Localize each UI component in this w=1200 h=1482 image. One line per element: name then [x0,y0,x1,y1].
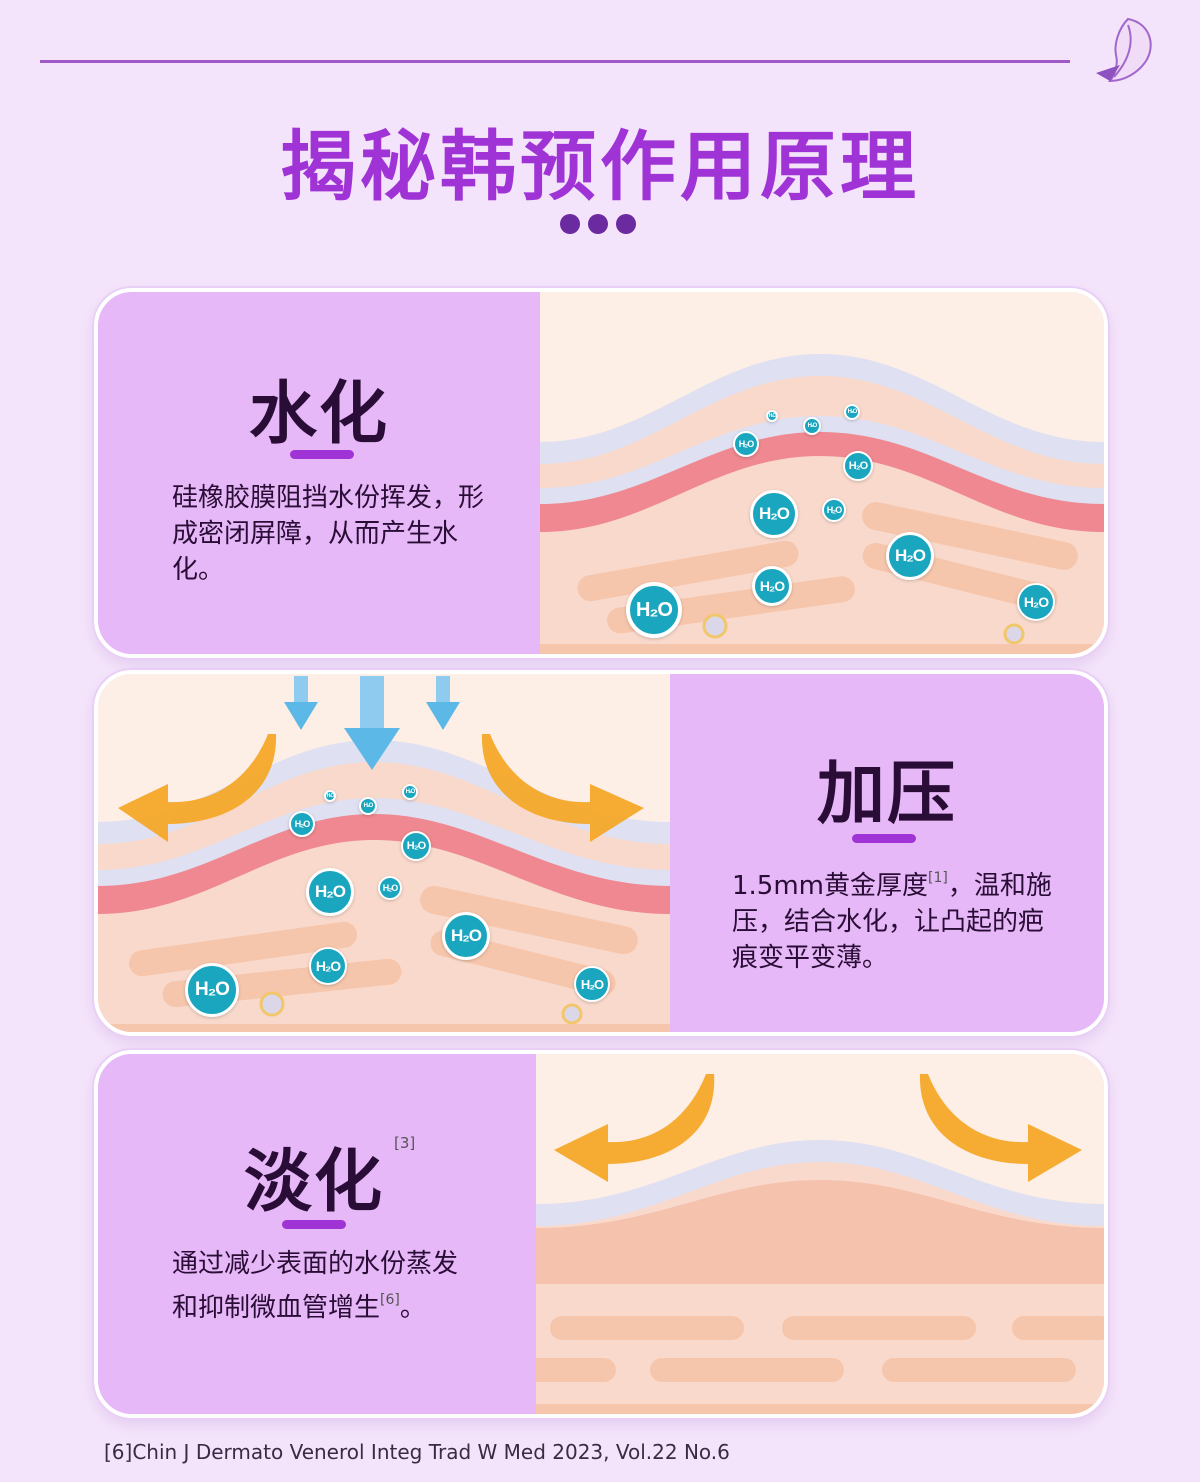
fading-description-lead: 通过减少表面的水份蒸发和抑制微血管增生 [172,1249,459,1323]
h2o-molecule-icon: H₂O [752,566,792,606]
hydration-text-panel: 水化 硅橡胶膜阻挡水份挥发，形成密闭屏障，从而产生水化。 [98,292,540,654]
fading-reference: [6] [380,1292,400,1308]
h2o-molecule-icon: H₂O [626,582,682,638]
h2o-molecule-icon: H₂O [402,784,418,800]
h2o-molecule-icon: H₂O [574,966,610,1002]
h2o-molecule-icon: H₂O [822,498,846,522]
fading-skin-illustration [536,1054,1104,1414]
pressure-reference: [1] [928,870,948,886]
fading-heading-reference: [3] [394,1134,416,1152]
h2o-molecule-icon: H₂O [886,532,934,580]
spread-right-arrow-icon [481,734,644,842]
pressure-text-panel: 加压 1.5mm黄金厚度[1]，温和施压，结合水化，让凸起的疤痕变平变薄。 [670,674,1104,1032]
leaf-logo-icon [1096,17,1152,83]
pressure-underline [852,834,916,843]
h2o-molecule-icon: H₂O [359,797,377,815]
fading-text-panel: 淡化 [3] 通过减少表面的水份蒸发和抑制微血管增生[6]。 [98,1054,536,1414]
fading-description-end: 。 [399,1293,426,1323]
fading-description: 通过减少表面的水份蒸发和抑制微血管增生[6]。 [172,1246,482,1326]
top-divider [40,60,1070,63]
hydration-description: 硅橡胶膜阻挡水份挥发，形成密闭屏障，从而产生水化。 [172,483,485,585]
h2o-molecule-icon: H₂O [733,431,759,457]
fading-card: 淡化 [3] 通过减少表面的水份蒸发和抑制微血管增生[6]。 [94,1050,1108,1418]
spread-left-arrow-icon [118,734,277,842]
pressure-description-rest: ，温和施压，结合水化，让凸起的疤痕变平变薄。 [732,871,1052,973]
hydration-card: 水化 硅橡胶膜阻挡水份挥发，形成密闭屏障，从而产生水化。 H₂O H₂O H₂O… [94,288,1108,658]
pressure-description: 1.5mm黄金厚度[1]，温和施压，结合水化，让凸起的疤痕变平变薄。 [732,860,1052,976]
h2o-molecule-icon: H₂O [306,868,354,916]
pressure-heading: 加压 [816,755,957,834]
h2o-molecule-icon: H₂O [844,404,860,420]
footer-citation: [6]Chin J Dermato Venerol Integ Trad W M… [104,1440,730,1464]
pressure-description-lead: 1.5mm黄金厚度 [732,871,929,901]
title-dots [560,214,636,234]
h2o-molecule-icon: H₂O [185,963,239,1017]
pressure-card: H₂O H₂O H₂O H₂O H₂O H₂O H₂O H₂O H₂O H₂O … [94,670,1108,1036]
h2o-molecule-icon: H₂O [843,451,873,481]
page-title: 揭秘韩预作用原理 [280,122,920,211]
h2o-molecule-icon: H₂O [442,912,490,960]
h2o-molecule-icon: H₂O [378,876,402,900]
h2o-molecule-icon: H₂O [309,947,347,985]
h2o-molecule-icon: H₂O [750,490,798,538]
h2o-molecule-icon: H₂O [1017,583,1055,621]
hydration-underline [290,450,354,459]
h2o-molecule-icon: H₂O [401,831,431,861]
spread-left-arrow-icon [554,1074,715,1182]
downward-pressure-arrow-icon [284,676,460,770]
h2o-molecule-icon: H₂O [803,417,821,435]
h2o-molecule-icon: H₂O [324,790,336,802]
fading-heading: 淡化 [244,1143,385,1222]
hydration-skin-illustration: H₂O H₂O H₂O H₂O H₂O H₂O H₂O H₂O H₂O H₂O … [540,292,1104,654]
spread-right-arrow-icon [919,1074,1082,1182]
fading-underline [282,1220,346,1229]
h2o-molecule-icon: H₂O [289,811,315,837]
hydration-heading: 水化 [248,375,389,454]
h2o-molecule-icon: H₂O [766,410,778,422]
pressure-skin-illustration: H₂O H₂O H₂O H₂O H₂O H₂O H₂O H₂O H₂O H₂O … [98,674,670,1032]
